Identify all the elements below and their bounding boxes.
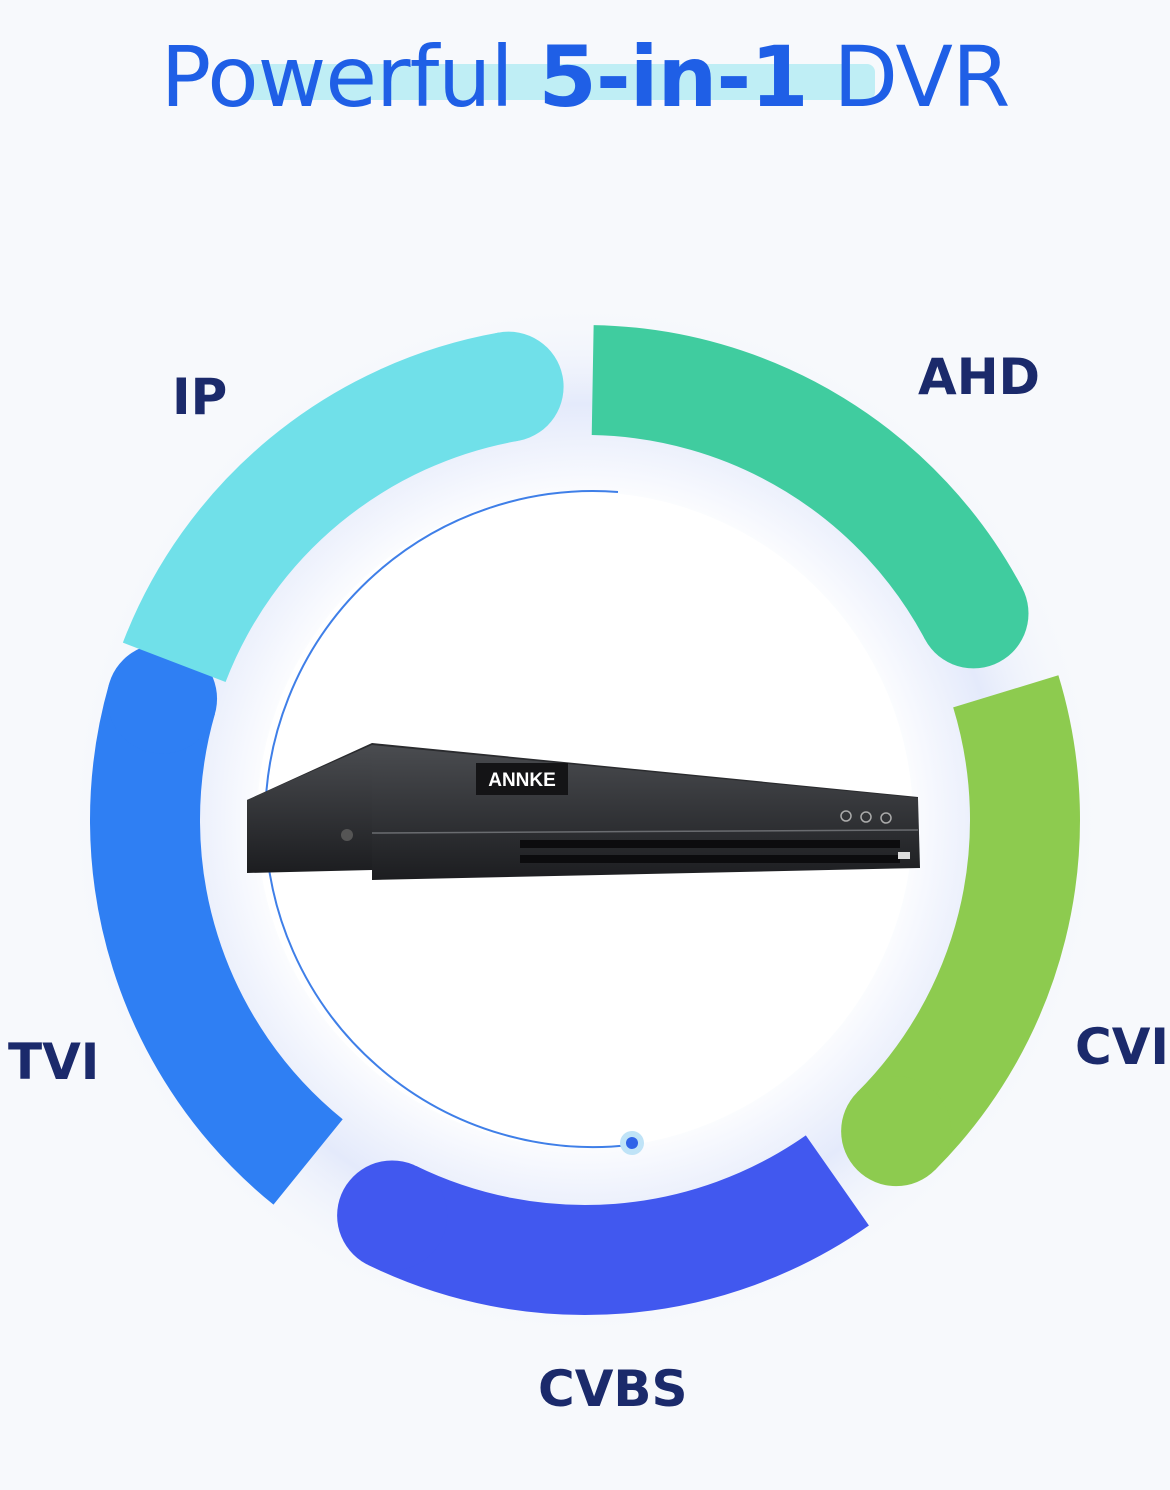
dvr-seam <box>371 829 919 834</box>
ring-segment-tvi <box>90 683 344 1205</box>
label-cvi: CVI <box>1075 1018 1169 1076</box>
brand-logo: ANNKE <box>488 770 556 791</box>
label-tvi: TVI <box>8 1033 100 1091</box>
ring-segment-cvi <box>856 675 1080 1170</box>
title-suffix: DVR <box>833 28 1010 126</box>
orbit-dot <box>626 1137 638 1149</box>
ring-segment-cap <box>337 1160 448 1271</box>
label-ahd: AHD <box>918 348 1041 406</box>
title-highlight <box>245 64 875 100</box>
ring-segment-ahd <box>591 325 1023 640</box>
label-cvbs: CVBS <box>538 1360 688 1418</box>
title-prefix: Powerful <box>160 28 514 126</box>
ring-segment-cap <box>918 558 1029 669</box>
ring-segment-cap <box>107 643 218 754</box>
page-title: Powerful 5-in-1 DVR <box>0 28 1170 126</box>
dvr-device: ANNKE <box>247 743 920 880</box>
label-ip: IP <box>172 368 228 426</box>
title-bold: 5-in-1 <box>538 28 808 126</box>
usb-port-icon <box>898 852 910 859</box>
alarm-led-icon <box>880 812 892 824</box>
power-button-icon <box>840 810 852 822</box>
ring-segment-cvbs <box>368 1135 869 1315</box>
ring-segment-cap <box>841 1076 952 1187</box>
ring-segment-cap <box>453 331 564 442</box>
dvr-slot-1 <box>520 840 900 848</box>
dvr-slot-2 <box>520 855 900 863</box>
ring-segment-ip <box>122 332 519 683</box>
side-screw-icon <box>341 829 353 841</box>
dvr-side <box>247 745 372 873</box>
status-led-icon <box>860 811 872 823</box>
brand-plate <box>476 763 568 795</box>
